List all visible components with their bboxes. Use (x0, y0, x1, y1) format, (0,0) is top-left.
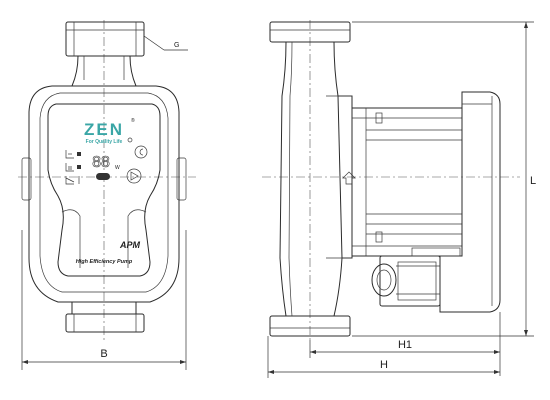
thread-leader (143, 35, 165, 51)
h1-label: H1 (398, 339, 412, 351)
radiator-heat-icon (65, 150, 74, 159)
play-icon[interactable] (126, 168, 142, 184)
pump-pipe-body (279, 41, 343, 317)
screw-bottom (375, 231, 383, 243)
display-unit: W (115, 165, 120, 171)
status-led (127, 137, 133, 143)
front-housing-outline (28, 85, 180, 303)
electronics-cover (439, 91, 501, 313)
flow-arrow-icon (342, 171, 356, 185)
power-display: 88 (92, 154, 110, 171)
floor-heat-icon (65, 163, 74, 172)
top-flange (65, 21, 145, 87)
led-indicator-2 (77, 165, 81, 169)
side-view: L H1 H (262, 20, 536, 378)
thread-label: G (174, 42, 179, 49)
terminal-cover (411, 247, 461, 257)
control-knob-icon[interactable] (96, 173, 110, 180)
bottom-flange (65, 302, 145, 333)
cooling-fins (366, 129, 462, 235)
brand-slogan: For Quality Life (86, 139, 123, 145)
night-mode-icon (134, 145, 148, 159)
side-top-flange (269, 21, 351, 43)
h-label: H (380, 359, 388, 371)
h-dimension: H (267, 336, 500, 378)
tagline-label: High Efficiency Pump (76, 259, 133, 265)
model-label: APM (119, 240, 141, 250)
side-bottom-flange (269, 315, 351, 337)
front-view: ZEN ® For Quality Life 88 W (18, 20, 196, 370)
left-lug (21, 157, 32, 201)
registered-mark: ® (131, 117, 135, 124)
led-indicator-1 (77, 152, 81, 156)
width-label: B (100, 348, 107, 360)
brand-logo: ZEN (84, 120, 124, 139)
length-dimension: L (352, 21, 536, 337)
h1-dimension: H1 (309, 312, 501, 376)
control-panel (47, 103, 161, 277)
right-lug (176, 157, 187, 201)
cable-gland (371, 255, 441, 307)
length-label: L (530, 175, 536, 187)
constant-curve-icon (65, 176, 75, 185)
width-dimension: B (21, 230, 187, 370)
screw-top (375, 112, 383, 124)
